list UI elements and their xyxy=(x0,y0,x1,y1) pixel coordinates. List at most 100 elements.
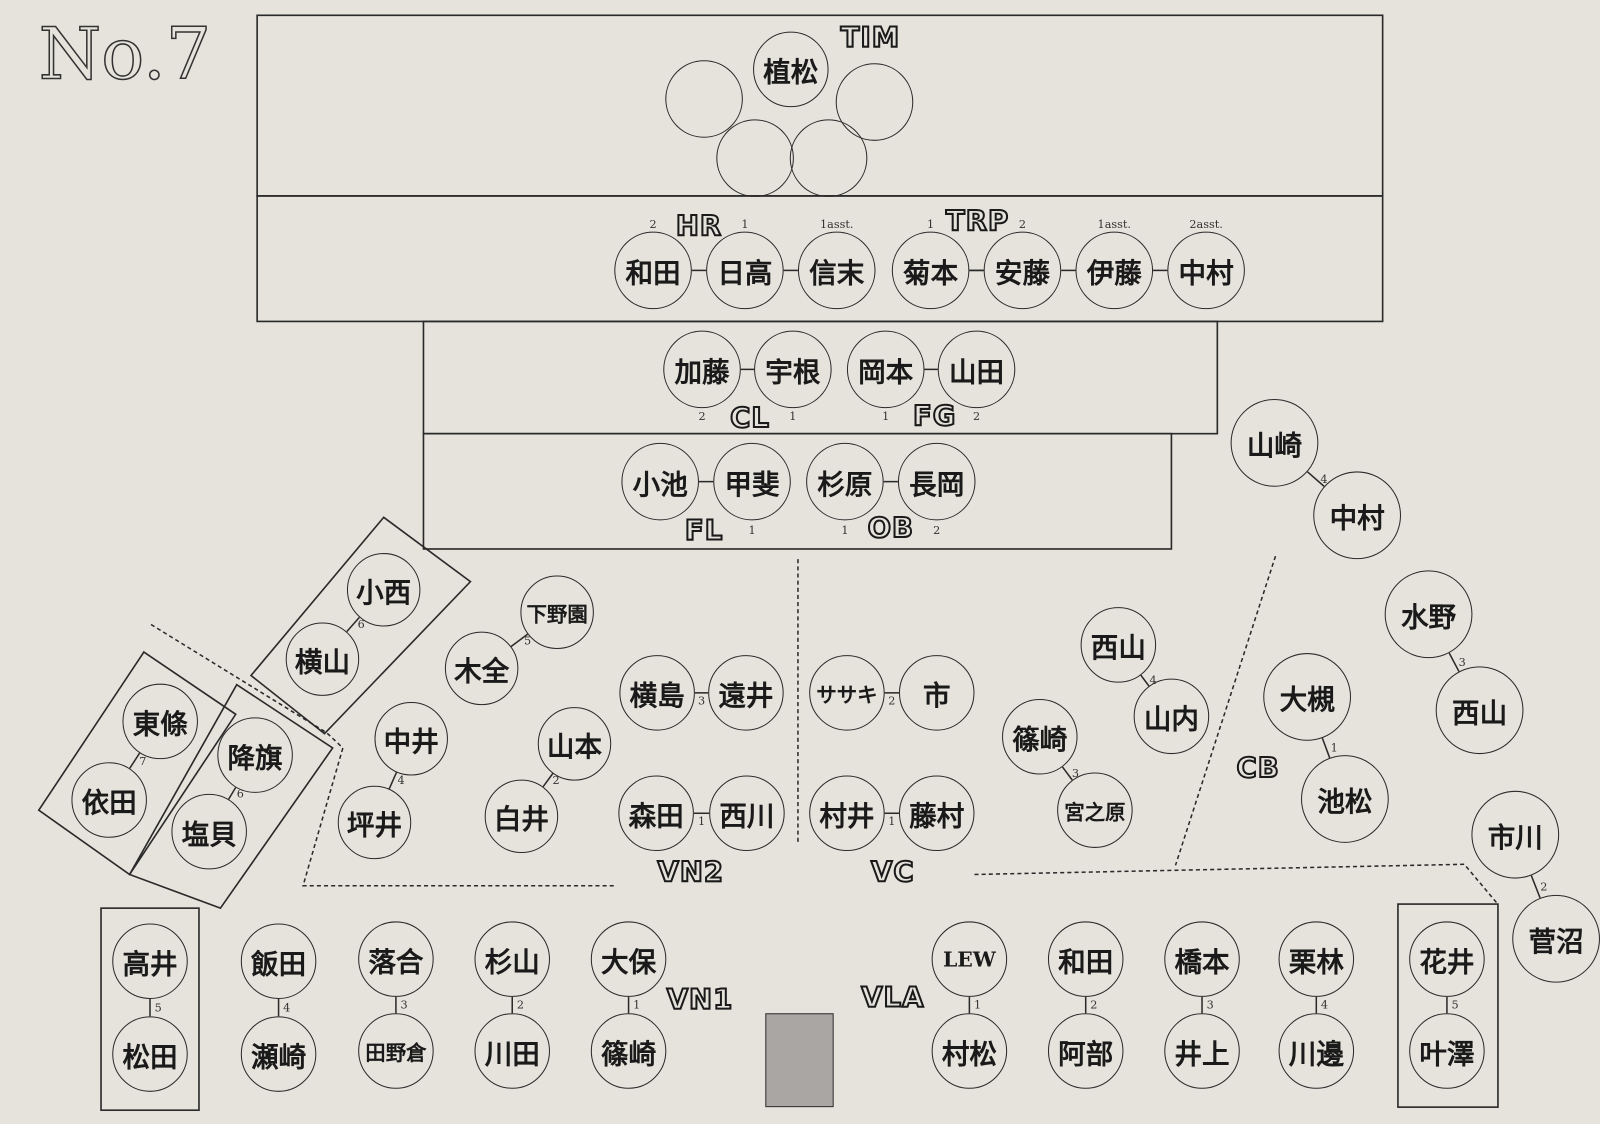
seat: 西川 xyxy=(709,775,785,852)
conductor-podium xyxy=(765,1013,834,1108)
desk-number: 4 xyxy=(1149,673,1157,688)
seat: 安藤 xyxy=(983,231,1062,310)
desk-number: 1 xyxy=(633,998,641,1012)
seat: 塩貝 xyxy=(171,793,247,870)
seat: 松田 xyxy=(112,1016,188,1092)
seat: 加藤 xyxy=(663,330,741,409)
desk-number: 2 xyxy=(888,694,896,708)
desk-box-5-right xyxy=(1397,903,1499,1108)
seat: 篠崎 xyxy=(1002,698,1078,775)
empty-seat xyxy=(789,119,868,197)
seat: 西山 xyxy=(1080,607,1157,683)
seat: 日高 xyxy=(706,231,784,310)
desk-number: 2 xyxy=(698,409,706,423)
seat: 岡本 xyxy=(846,330,925,409)
timpani-seat: 植松 xyxy=(753,31,829,108)
empty-seat xyxy=(716,119,794,197)
seat-connector xyxy=(388,772,398,790)
seat: 依田 xyxy=(71,762,147,838)
desk-number: 3 xyxy=(400,998,408,1012)
woodwind-box-2 xyxy=(422,432,1173,550)
desk-number: 3 xyxy=(1071,766,1080,781)
seat-connector xyxy=(1061,766,1073,781)
desk-number: 6 xyxy=(236,786,244,800)
seat: 市川 xyxy=(1471,790,1560,879)
seat: 山内 xyxy=(1133,678,1210,755)
desk-box-6a xyxy=(249,516,472,735)
seat: 下野園 xyxy=(520,575,594,649)
desk-number: 1asst. xyxy=(820,217,854,232)
seat: 坪井 xyxy=(337,785,412,860)
seat: 遠井 xyxy=(708,655,784,731)
desk-number: 4 xyxy=(283,1001,291,1015)
seat: 森田 xyxy=(618,775,694,852)
desk-number: 2asst. xyxy=(1189,217,1223,232)
seat: 杉山 xyxy=(474,921,550,997)
desk-number: 4 xyxy=(1320,472,1328,486)
desk-number: 1 xyxy=(973,998,982,1012)
seat: 市 xyxy=(898,655,975,731)
seat: 阿部 xyxy=(1047,1013,1124,1089)
seat: 瀬崎 xyxy=(240,1016,317,1092)
desk-number: 3 xyxy=(697,694,706,708)
seat: 信末 xyxy=(797,231,876,310)
seat-connector xyxy=(346,616,360,633)
section-label-fg: FG xyxy=(912,399,957,433)
seat: 長岡 xyxy=(897,442,976,521)
desk-number: 4 xyxy=(397,773,405,788)
section-label-trp: TRP xyxy=(945,205,1010,239)
desk-box-6b xyxy=(128,683,334,910)
seat: 杉原 xyxy=(806,442,884,521)
desk-number: 5 xyxy=(154,1001,162,1015)
section-label-ob: OB xyxy=(867,512,915,546)
section-label-vn2: VN2 xyxy=(656,856,725,890)
desk-number: 3 xyxy=(1206,998,1214,1012)
desk-number: 2 xyxy=(552,773,560,787)
section-label-vc: VC xyxy=(870,856,915,890)
seat: 白井 xyxy=(484,779,559,854)
seat: 篠崎 xyxy=(590,1013,667,1089)
seat-connector xyxy=(129,752,141,769)
seat: 川田 xyxy=(474,1013,550,1089)
seat: 宇根 xyxy=(754,330,832,409)
chart-title: No.7 xyxy=(38,11,212,96)
seat-connector xyxy=(1306,471,1325,487)
seat: 水野 xyxy=(1384,570,1473,659)
seat: 伊藤 xyxy=(1075,231,1154,310)
desk-number: 5 xyxy=(523,633,532,647)
seat-connector xyxy=(1140,674,1150,687)
desk-number: 1 xyxy=(927,217,935,232)
desk-number: 2 xyxy=(1540,880,1548,894)
seat: 池松 xyxy=(1301,755,1389,843)
seat: 宮之原 xyxy=(1057,772,1133,848)
desk-number: 1 xyxy=(741,217,749,232)
desk-number: 3 xyxy=(1458,655,1466,669)
seat: 西山 xyxy=(1435,666,1524,755)
desk-number: 1 xyxy=(697,814,706,829)
seat-connector xyxy=(542,773,554,788)
seat: 和田 xyxy=(614,231,692,310)
seat: 降旗 xyxy=(217,717,293,793)
desk-number: 2 xyxy=(972,409,981,423)
seat: 中井 xyxy=(374,702,448,776)
seat: 山本 xyxy=(537,707,612,781)
seat: 花井 xyxy=(1409,921,1485,997)
desk-number: 2 xyxy=(933,523,941,538)
seat: 高井 xyxy=(112,923,188,999)
seat: LEW xyxy=(931,921,1008,997)
seat: 飯田 xyxy=(240,923,317,999)
desk-number: 2 xyxy=(1018,217,1027,232)
empty-seat xyxy=(835,63,914,141)
section-label-fl: FL xyxy=(684,514,724,548)
empty-seat xyxy=(665,60,743,138)
seat: 和田 xyxy=(1047,921,1124,997)
seat: 村松 xyxy=(931,1013,1008,1089)
seat: 木全 xyxy=(444,631,519,706)
seat: 大保 xyxy=(590,921,667,997)
seat-connector xyxy=(1530,875,1541,899)
seat: 小池 xyxy=(621,442,699,521)
seat: 甲斐 xyxy=(713,442,791,521)
seat: 東條 xyxy=(122,683,198,760)
seat: 井上 xyxy=(1164,1013,1240,1089)
seat-connector xyxy=(1321,737,1331,759)
